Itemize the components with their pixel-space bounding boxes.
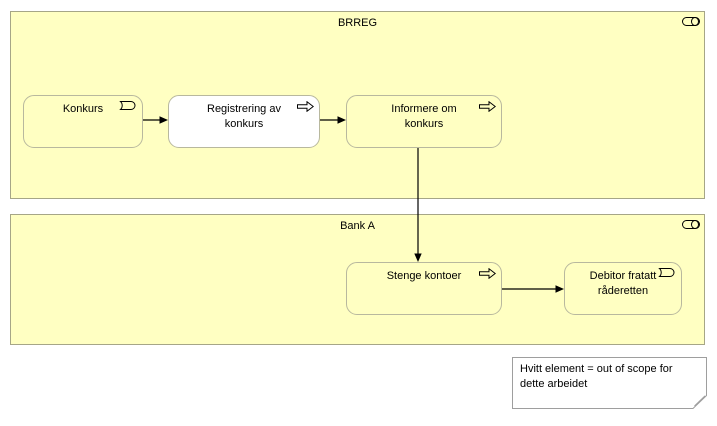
business-role-icon — [682, 17, 700, 26]
note-text: Hvitt element = out of scope for dette a… — [520, 363, 673, 390]
element-konkurs[interactable]: Konkurs — [23, 95, 143, 148]
group-label: Bank A — [340, 220, 375, 232]
element-label: Registrering av konkurs — [207, 103, 281, 130]
element-stenge-kontoer[interactable]: Stenge kontoer — [346, 262, 502, 315]
element-label: Debitor fratatt råderetten — [589, 270, 657, 297]
business-event-icon — [119, 101, 137, 110]
group-label: BRREG — [337, 17, 378, 29]
business-process-icon — [479, 101, 496, 112]
element-label: Informere om konkurs — [391, 103, 457, 130]
element-debitor-fratatt-raaderetten[interactable]: Debitor fratatt råderetten — [564, 262, 682, 315]
element-registrering-av-konkurs[interactable]: Registrering av konkurs — [168, 95, 320, 148]
business-role-icon — [682, 220, 700, 229]
note[interactable]: Hvitt element = out of scope for dette a… — [512, 357, 707, 409]
element-label: Konkurs — [62, 103, 104, 115]
business-process-icon — [479, 268, 496, 279]
element-informere-om-konkurs[interactable]: Informere om konkurs — [346, 95, 502, 148]
business-process-icon — [297, 101, 314, 112]
business-event-icon — [658, 268, 676, 277]
note-shape — [512, 357, 707, 409]
element-label: Stenge kontoer — [386, 270, 462, 282]
